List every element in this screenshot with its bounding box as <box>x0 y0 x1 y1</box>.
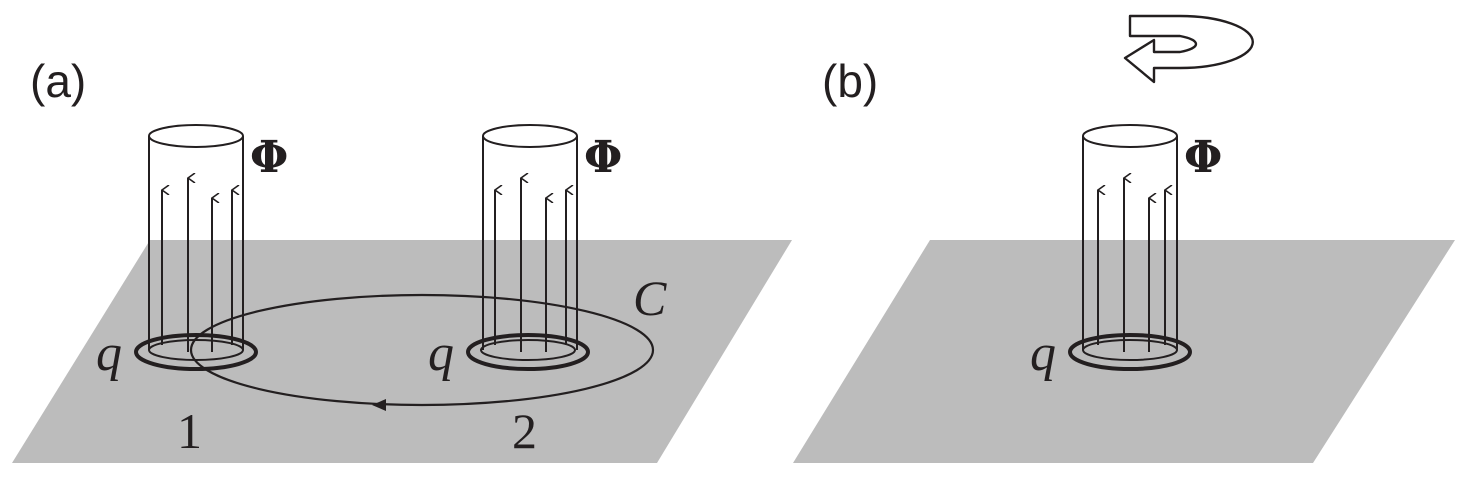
charge-label: q <box>96 325 122 382</box>
panel-a: (a) Φ q <box>12 55 792 463</box>
contour-label: C <box>633 270 667 326</box>
panel-label-a: (a) <box>30 55 86 107</box>
charge-label: q <box>428 325 454 382</box>
position-label-2: 2 <box>512 403 537 459</box>
flux-tube-b: Φ q <box>1030 124 1222 382</box>
charge-ring-outer <box>134 333 258 371</box>
flux-tube-2: Φ q <box>428 124 622 382</box>
charge-ring-inner <box>1082 339 1178 361</box>
charge-ring-outer <box>466 333 590 371</box>
panel-label-b: (b) <box>822 55 878 107</box>
tube-top <box>148 124 244 148</box>
panel-b: (b) Φ q <box>793 14 1455 463</box>
plane-a <box>12 240 792 463</box>
charge-label: q <box>1030 325 1056 382</box>
tube-top <box>482 124 578 148</box>
path-direction-arrow-icon <box>372 399 386 411</box>
flux-arrow-icon <box>1097 178 1165 352</box>
flux-label: Φ <box>1184 132 1222 183</box>
charge-ring-inner <box>480 339 576 361</box>
flux-tube-1: Φ q <box>96 124 288 382</box>
position-label-1: 1 <box>177 403 202 459</box>
charge-ring-outer <box>1068 333 1192 371</box>
contour-path <box>189 293 655 411</box>
flux-label: Φ <box>584 132 622 183</box>
tube-top <box>1082 124 1178 148</box>
flux-arrow-icon <box>494 178 566 352</box>
flux-label: Φ <box>250 132 288 183</box>
rotation-arrow-icon <box>1123 14 1254 84</box>
